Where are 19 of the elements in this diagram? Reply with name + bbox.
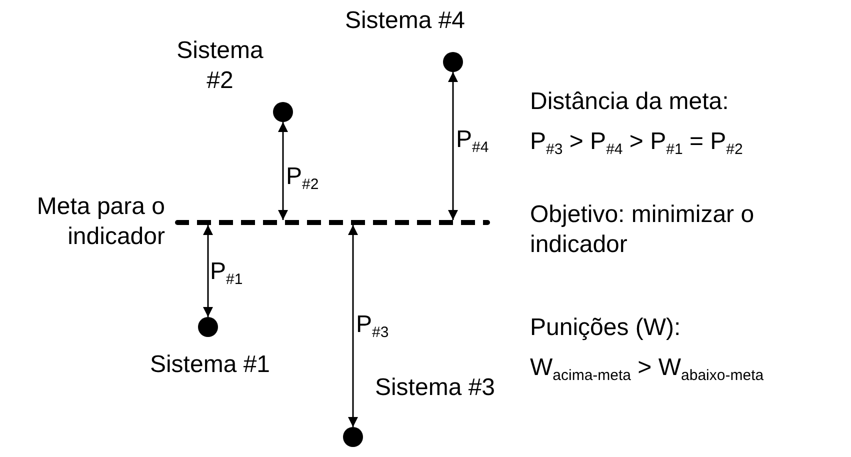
double-arrow: [278, 122, 288, 220]
system-label: Sistema #1: [148, 350, 272, 380]
note-text: Punições (W):: [530, 313, 682, 343]
goal-line: [175, 220, 490, 225]
system-label: Sistema #4: [344, 6, 466, 36]
system-dot: [198, 317, 218, 337]
system-dot: [273, 102, 293, 122]
system-label: Sistema #2: [176, 36, 264, 96]
system-dot: [343, 427, 363, 447]
double-arrow: [348, 225, 358, 427]
note-text: Objetivo: minimizar o indicador: [530, 200, 756, 260]
system-dot: [443, 52, 463, 72]
system-label: Sistema #3: [374, 373, 496, 403]
goal-label: Meta para o indicador: [36, 192, 165, 252]
note-text: P$_{#3}$ > P$_{#4}$ > P$_{#1}$ = P$_{#2}$: [530, 127, 744, 157]
double-arrow: [203, 225, 213, 317]
note-text: W$_{acima-meta}$ > W$_{abaixo-meta}$: [530, 353, 765, 383]
note-text: Distância da meta:: [530, 87, 730, 117]
double-arrow: [448, 72, 458, 220]
